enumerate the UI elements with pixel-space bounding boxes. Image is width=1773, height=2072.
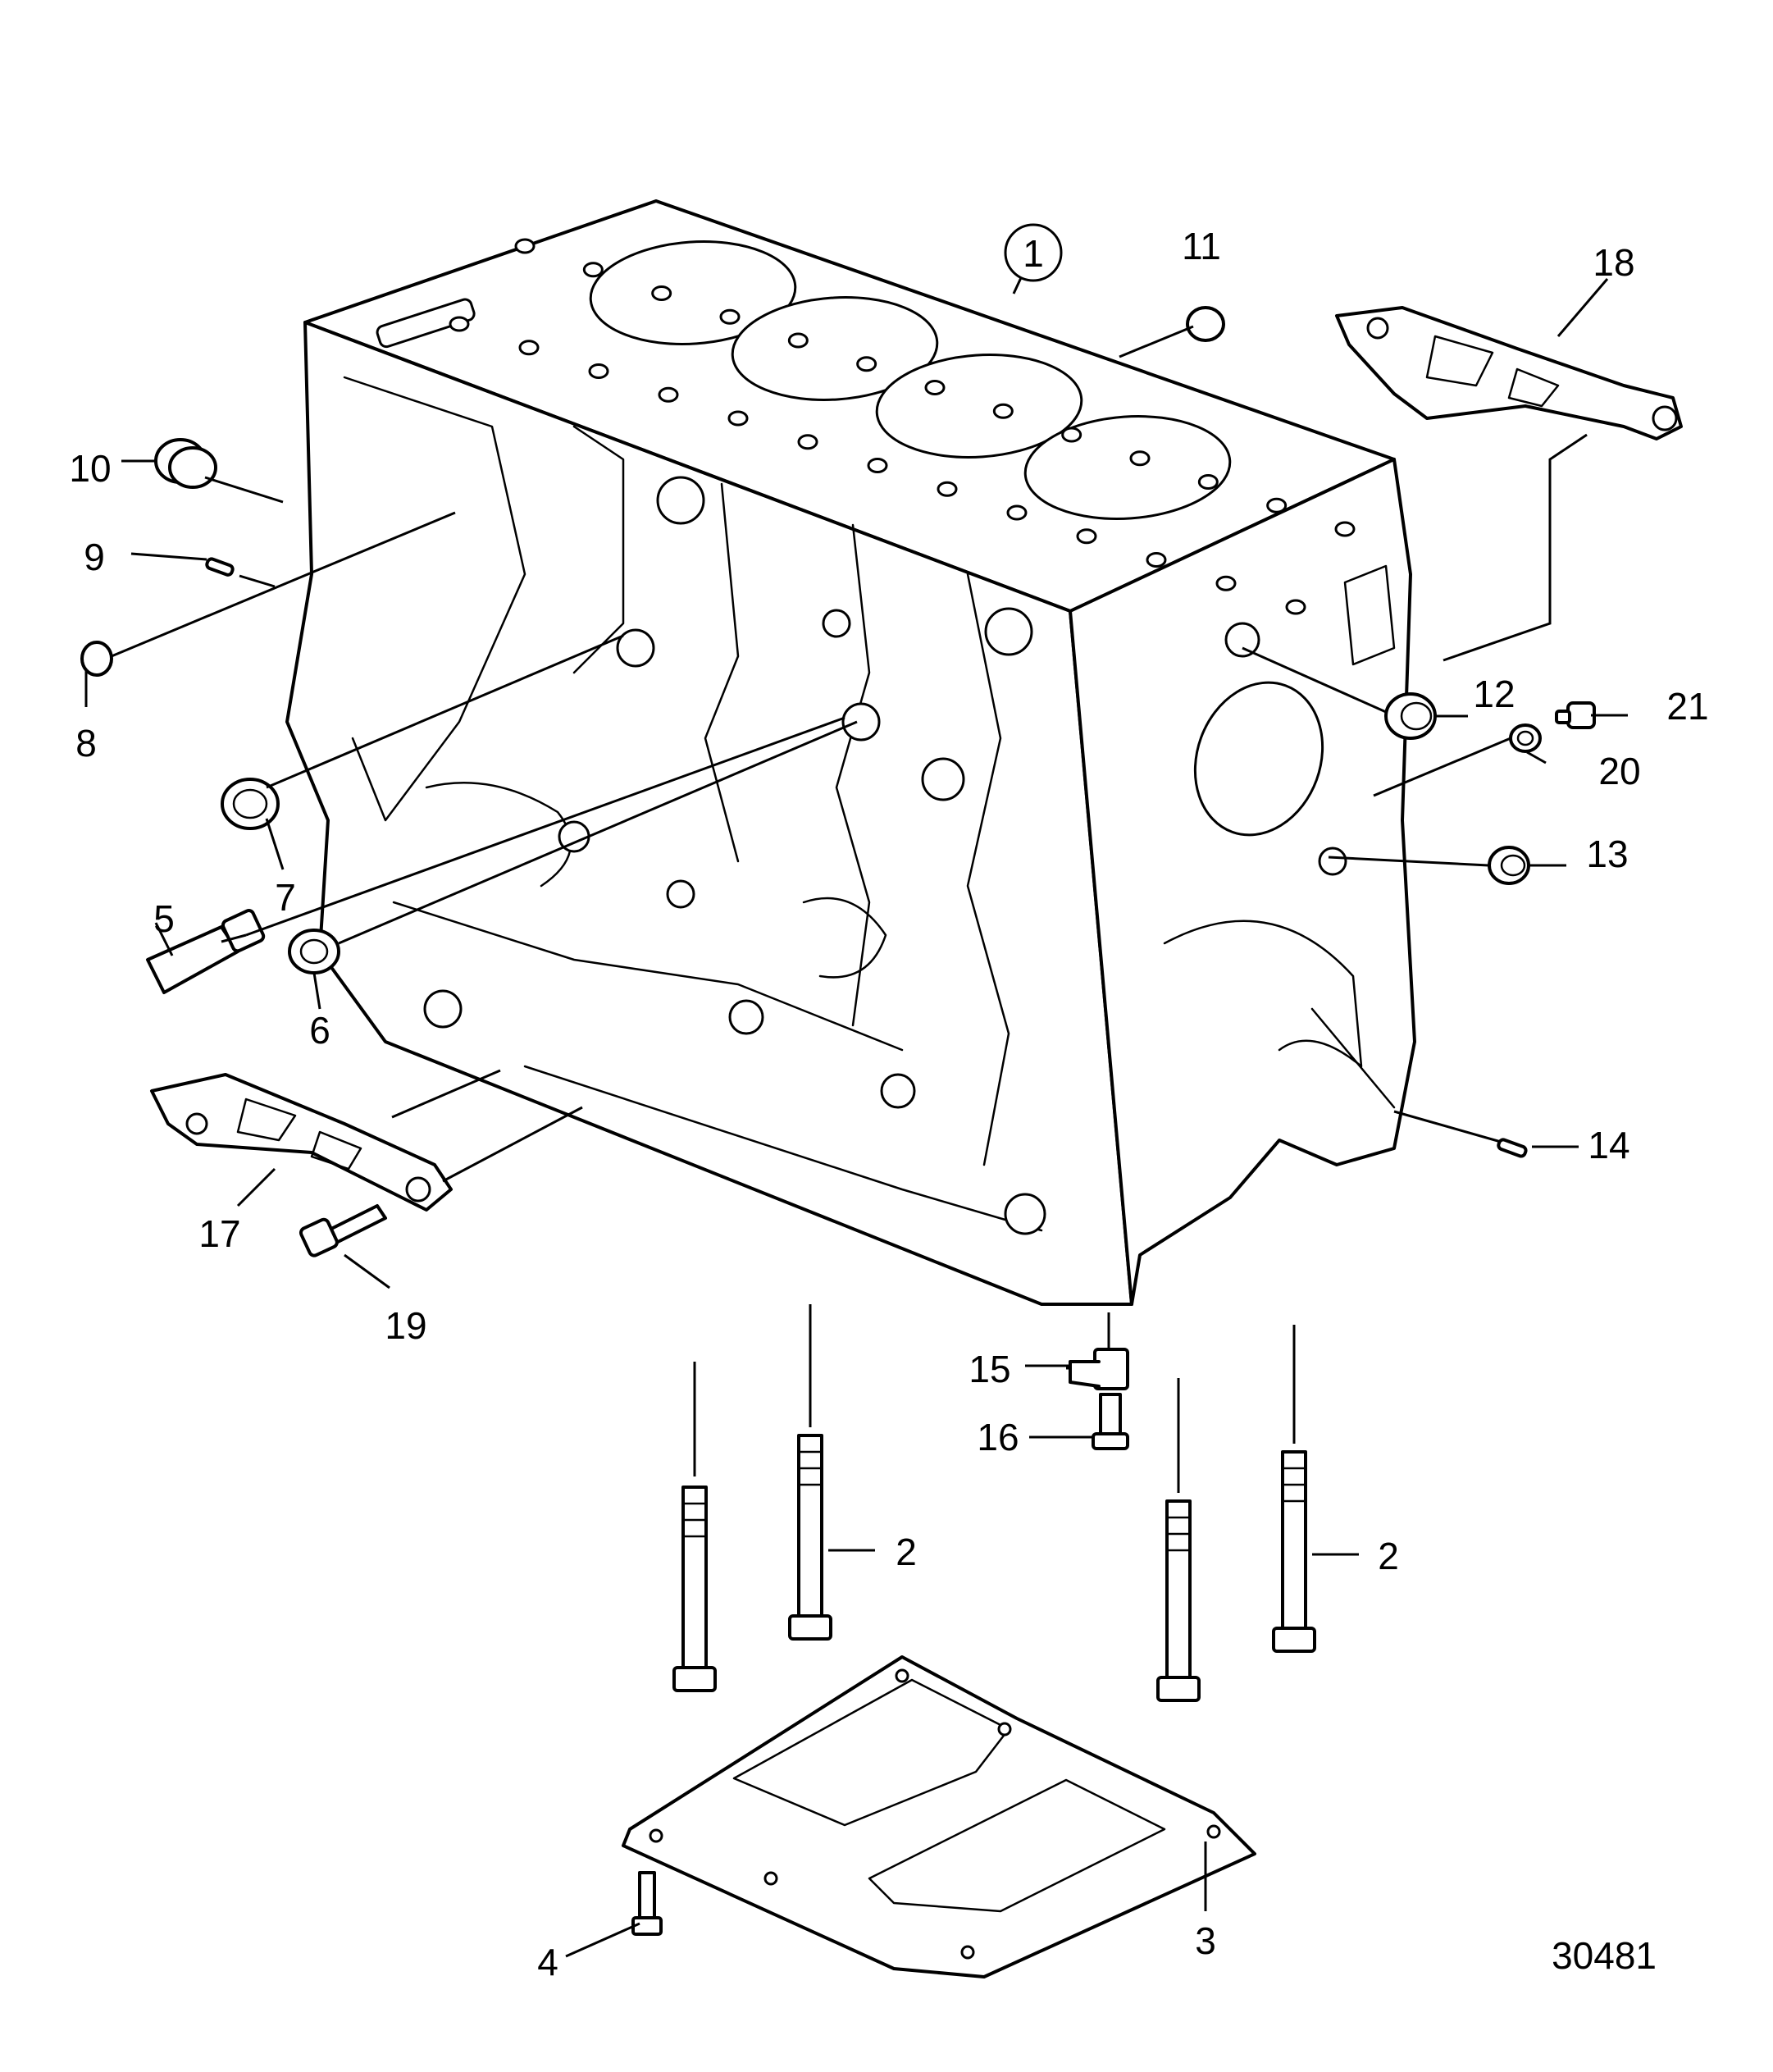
callout-21: 21 — [1666, 685, 1708, 728]
washer-6 — [288, 929, 340, 974]
deck-hole — [658, 386, 679, 403]
deck-hole — [867, 458, 888, 473]
bracket-17 — [150, 1073, 453, 1212]
callout-12: 12 — [1473, 673, 1515, 715]
deck-hole — [514, 238, 536, 254]
callout-6: 6 — [309, 1009, 330, 1052]
deck-hole — [787, 332, 809, 349]
deck-hole — [588, 363, 609, 379]
deck-hole — [449, 316, 470, 332]
callout-1-circle — [1004, 223, 1063, 282]
washer-20 — [1509, 723, 1542, 753]
callouts: 1 2 2 3 4 5 6 7 8 9 10 11 12 13 14 15 16… — [69, 223, 1709, 1983]
deck-hole — [1006, 504, 1028, 521]
callout-1: 1 — [1023, 232, 1044, 275]
callout-13: 13 — [1586, 833, 1628, 875]
seal-13 — [1488, 846, 1530, 885]
callout-4: 4 — [537, 1941, 558, 1983]
pin-14 — [1497, 1138, 1528, 1158]
deck-hole — [924, 380, 946, 395]
deck-hole — [1334, 521, 1356, 537]
callout-7: 7 — [275, 876, 296, 919]
seal-12 — [1384, 692, 1437, 740]
callout-14: 14 — [1588, 1124, 1629, 1166]
plug-21 — [1555, 701, 1596, 729]
bolt-19 — [299, 1204, 387, 1257]
sleeve-8 — [80, 641, 113, 677]
plug-11 — [1186, 306, 1225, 342]
fitting-5 — [146, 909, 266, 994]
callout-8: 8 — [75, 722, 97, 764]
oil-pan-gasket — [622, 1655, 1256, 1978]
deck-hole — [727, 410, 749, 427]
callout-20: 20 — [1598, 750, 1640, 792]
deck-hole — [992, 403, 1014, 419]
deck-hole — [1146, 552, 1167, 568]
callout-18: 18 — [1593, 241, 1634, 284]
bracket-18 — [1335, 306, 1683, 440]
deck-hole — [797, 434, 818, 450]
plug-10 — [154, 438, 217, 489]
pin-9 — [205, 557, 235, 577]
deck-hole — [1215, 575, 1237, 591]
deck-hole — [719, 308, 741, 325]
deck-hole — [651, 285, 672, 301]
deck-hole — [1061, 427, 1082, 443]
callout-16: 16 — [977, 1416, 1019, 1458]
deck-holes — [449, 238, 1356, 615]
deck-hole — [1266, 497, 1288, 513]
deck-hole — [1285, 599, 1306, 615]
clip-and-banjo-bolt — [1069, 1312, 1129, 1450]
callout-11: 11 — [1182, 225, 1221, 267]
callout-2-right: 2 — [1378, 1535, 1399, 1577]
deck-hole — [582, 262, 604, 278]
callout-2-left: 2 — [896, 1531, 917, 1573]
seal-7 — [221, 778, 280, 830]
engine-block — [285, 199, 1416, 1306]
deck-hole — [1076, 528, 1097, 545]
callout-19: 19 — [385, 1304, 426, 1347]
leader-lines — [84, 258, 1628, 1958]
deck-hole — [856, 356, 877, 372]
callout-3: 3 — [1195, 1919, 1216, 1962]
callout-9: 9 — [84, 536, 105, 578]
callout-17: 17 — [198, 1212, 240, 1255]
deck-hole — [1129, 450, 1151, 467]
callout-5: 5 — [153, 897, 175, 940]
callout-10: 10 — [69, 447, 111, 490]
head-bolts — [672, 1434, 1316, 1702]
deck-hole — [518, 340, 540, 356]
deck-hole — [1197, 474, 1219, 490]
deck-hole — [937, 481, 958, 497]
callout-15: 15 — [969, 1348, 1010, 1390]
drawing-number: 30481 — [1552, 1934, 1657, 1977]
